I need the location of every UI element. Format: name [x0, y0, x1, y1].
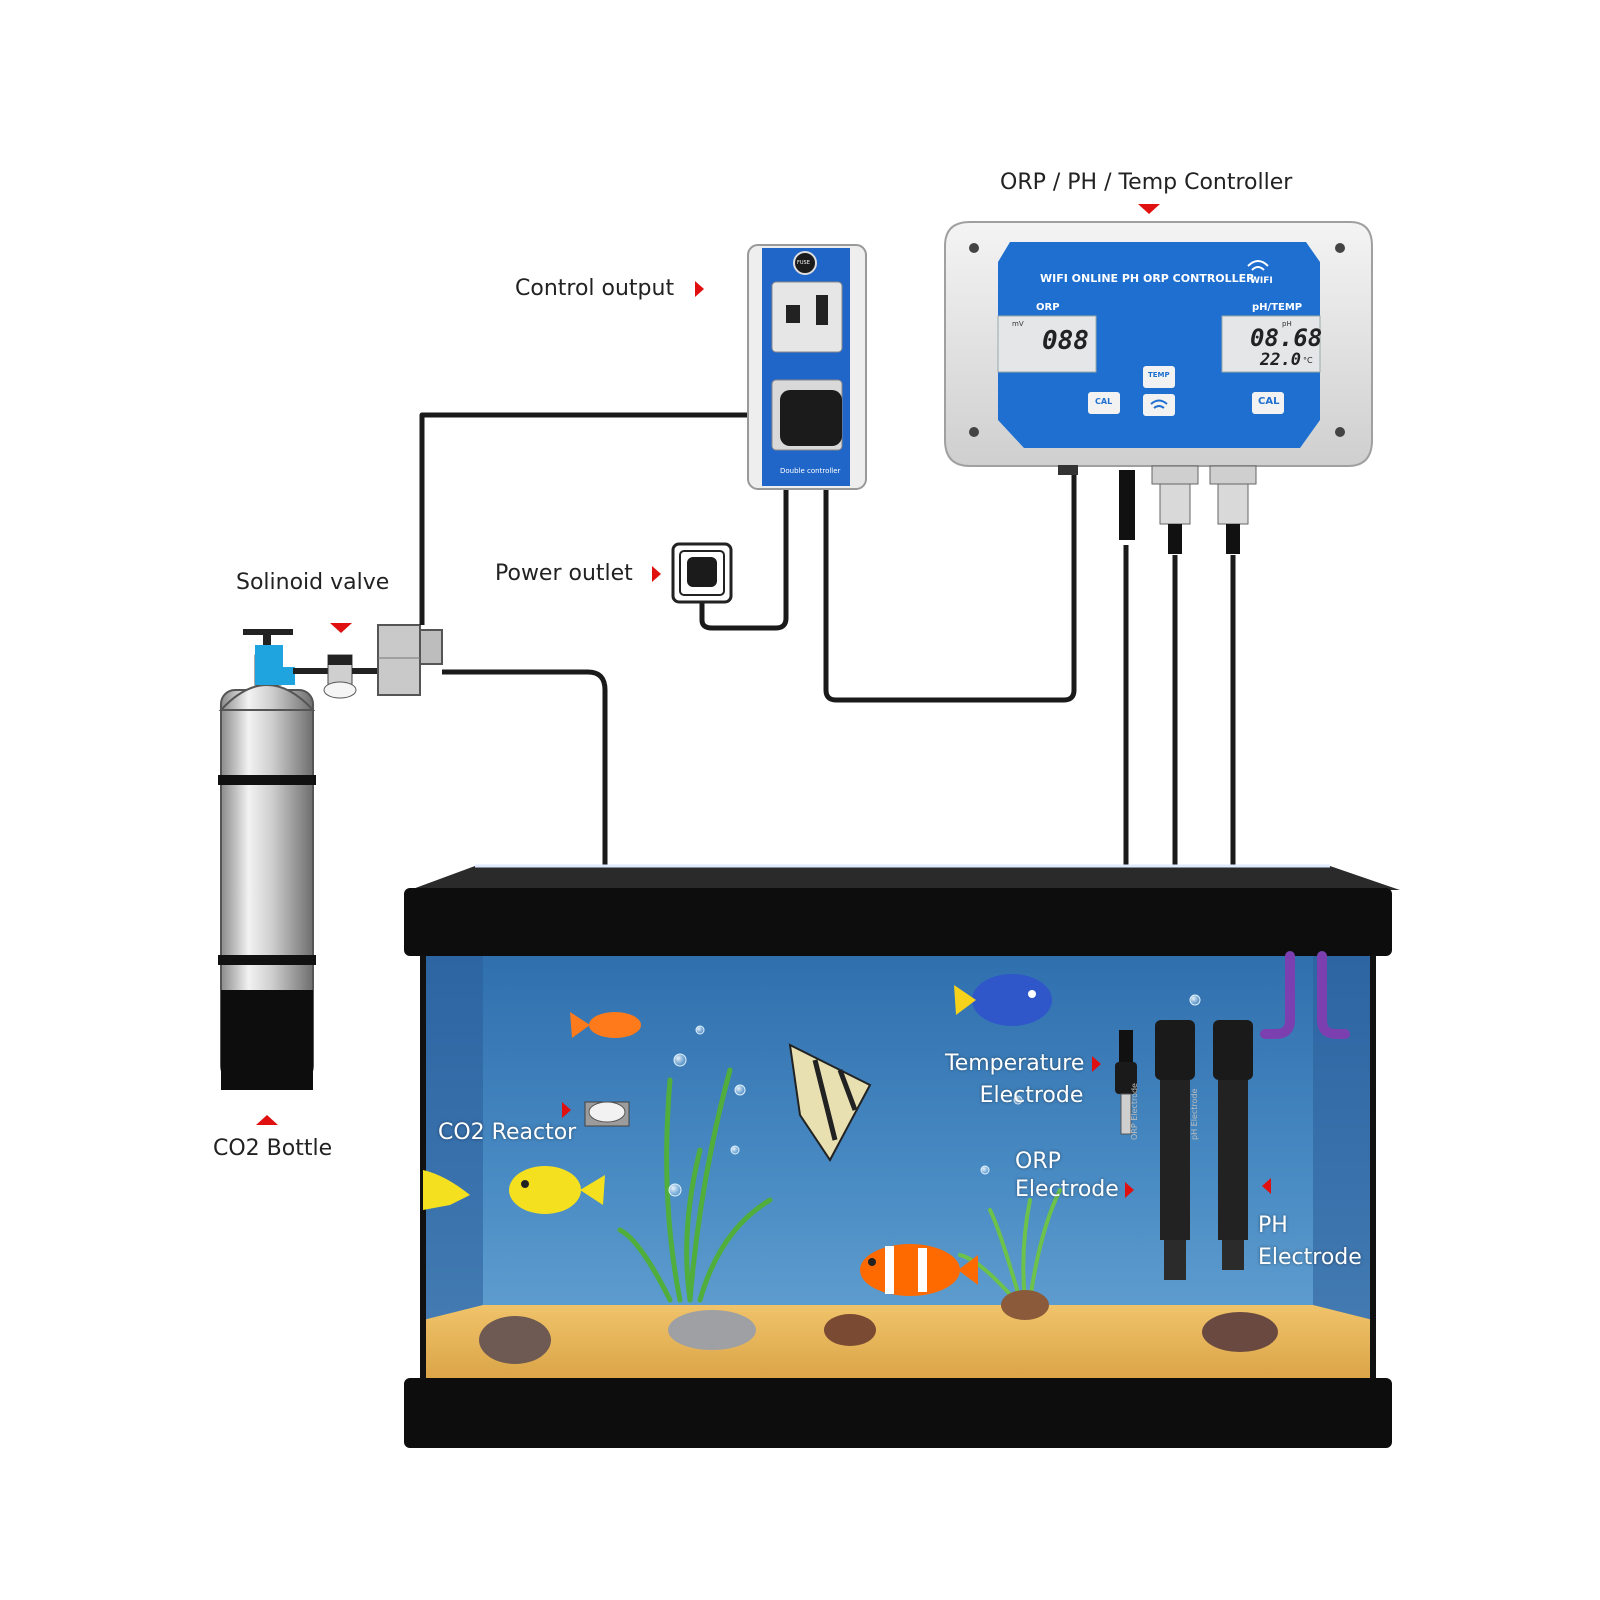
ph-unit: pH	[1282, 320, 1292, 328]
orp-electrode-arrow-icon	[1124, 1182, 1134, 1198]
co2-bottle-label: CO2 Bottle	[213, 1136, 333, 1161]
ph-electrode-label: PH Electrode	[1258, 1210, 1362, 1274]
controller-wifi-tag: WIFI	[1250, 276, 1273, 286]
fish-icon-yellow-2	[423, 1170, 470, 1210]
temp-button[interactable]: TEMP	[1148, 371, 1170, 379]
temperature-electrode-arrow-icon	[1092, 1056, 1102, 1072]
temp-unit: °C	[1303, 356, 1313, 365]
controller-header-text: WIFI ONLINE PH ORP CONTROLLER	[1040, 272, 1255, 285]
temperature-electrode-line1: Temperature	[945, 1051, 1085, 1076]
ph-reading: 08.68	[1250, 324, 1323, 352]
bubbles	[668, 994, 1201, 1197]
co2-reactor	[584, 1101, 630, 1127]
fish-icon-yellow	[509, 1166, 605, 1214]
regulator-icon	[323, 654, 378, 699]
controller-arrow-icon	[1138, 204, 1160, 214]
orp-electrode-text: ORP Electrode	[1130, 1083, 1139, 1140]
fish-icon-angelfish	[788, 1043, 872, 1162]
temp-reading: 22.0	[1260, 350, 1301, 370]
filter-pipes	[1260, 951, 1350, 1039]
cal-left-button[interactable]: CAL	[1095, 397, 1113, 406]
fuse-label: FUSE	[797, 260, 810, 266]
control-output-box	[747, 244, 867, 490]
co2-bottle-arrow-icon	[256, 1115, 278, 1125]
controller-unit	[944, 221, 1373, 554]
power-outlet-text: Power outlet	[495, 561, 633, 586]
orp-electrode-line1: ORP	[1015, 1149, 1061, 1174]
power-outlet	[671, 542, 733, 604]
ph-electrode-line2: Electrode	[1258, 1245, 1362, 1270]
control-box-label: Double controller	[780, 467, 841, 475]
wifi-button-icon	[1150, 399, 1168, 409]
fish-icon-orange	[570, 1012, 641, 1038]
power-outlet-label: Power outlet	[495, 561, 661, 586]
wifi-icon	[1247, 260, 1269, 271]
co2-reactor-label: CO2 Reactor	[438, 1120, 577, 1145]
fish-icon-blue-tang	[954, 974, 1052, 1026]
fish-icon-clownfish	[860, 1244, 978, 1296]
orp-electrode	[1155, 1020, 1195, 1280]
bottle-valve-icon	[243, 629, 333, 685]
orp-electrode-line2: Electrode	[1015, 1177, 1119, 1202]
temperature-electrode	[1115, 1030, 1137, 1135]
ph-electrode-text: pH Electrode	[1190, 1088, 1199, 1140]
plant-icon	[617, 1067, 773, 1303]
rocks	[479, 1290, 1278, 1364]
plant-icon-2	[958, 1188, 1062, 1302]
control-output-text: Control output	[515, 276, 675, 301]
control-output-label: Control output	[515, 276, 705, 301]
co2-reactor-arrow-icon	[562, 1102, 571, 1118]
ph-electrode-arrow-icon	[1262, 1178, 1271, 1194]
power-outlet-arrow-icon	[651, 566, 661, 582]
solenoid-valve	[377, 624, 443, 696]
orp-electrode-label: ORP Electrode	[1015, 1148, 1134, 1204]
orp-unit: mV	[1012, 320, 1024, 328]
temperature-electrode-label: Temperature Electrode	[945, 1048, 1102, 1112]
ph-electrode	[1213, 1020, 1253, 1270]
cal-right-button[interactable]: CAL	[1258, 396, 1280, 407]
control-output-arrow-icon	[695, 281, 705, 297]
aquarium-tank	[404, 864, 1400, 1448]
controller-label: ORP / PH / Temp Controller	[1000, 170, 1293, 195]
temperature-electrode-line2: Electrode	[979, 1083, 1084, 1108]
ph-screen-title: pH/TEMP	[1252, 302, 1303, 313]
ph-electrode-line1: PH	[1258, 1213, 1288, 1238]
solenoid-valve-label: Solinoid valve	[236, 570, 390, 595]
solenoid-arrow-icon	[330, 623, 352, 633]
co2-bottle	[218, 654, 316, 1090]
orp-screen-title: ORP	[1036, 302, 1060, 313]
orp-reading: 088	[1042, 326, 1089, 356]
